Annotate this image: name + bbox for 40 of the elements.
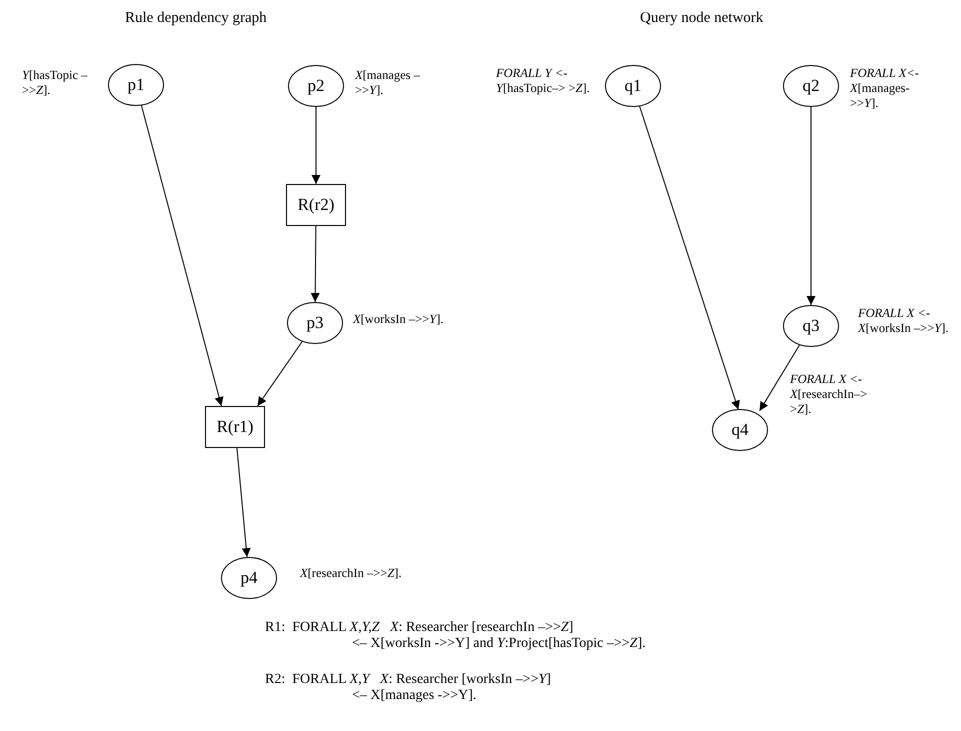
arrow — [140, 105, 224, 406]
node-ellipse — [108, 64, 164, 106]
formula-annotation: FORALL Y <- Y[hasTopic–> >Z]. — [496, 66, 591, 96]
arrow — [257, 341, 303, 406]
arrow — [312, 106, 320, 184]
rule-definition-line: R2: FORALL X,Y X: Researcher [worksIn –>>Y] — [265, 672, 551, 688]
graph-heading: Query node network — [640, 10, 764, 27]
formula-annotation: FORALL X <- X[worksIn –>>Y]. — [858, 306, 950, 336]
rule-definition-line: <– X[worksIn ->>Y] and Y:Project[hasTopic –>>Z]. — [352, 636, 646, 652]
node-ellipse — [288, 65, 344, 107]
formula-annotation: X[researchIn –>>Z]. — [300, 566, 403, 581]
node-label: p2 — [308, 76, 324, 96]
node-ellipse — [605, 65, 661, 107]
node-ellipse — [221, 557, 277, 599]
formula-annotation: FORALL X<- X[manages- >>Y]. — [850, 66, 920, 111]
node-label: p4 — [240, 568, 258, 588]
node-label: q4 — [732, 420, 748, 440]
node-ellipse — [287, 302, 343, 344]
graph-heading: Rule dependency graph — [125, 10, 267, 27]
arrow — [639, 106, 740, 410]
node-ellipse — [783, 305, 839, 347]
node-label: R(r1) — [216, 417, 254, 437]
rule-definition-line: <– X[manages ->>Y]. — [352, 688, 476, 704]
node-label: q3 — [802, 316, 820, 336]
formula-annotation: X[worksIn –>>Y]. — [353, 312, 444, 327]
node-ellipse — [712, 409, 768, 451]
arrow — [806, 106, 816, 306]
arrow — [310, 226, 320, 302]
formula-annotation: X[manages –>>Y]. — [355, 68, 421, 98]
arrow — [759, 344, 800, 412]
formula-annotation: Y[hasTopic –>>Z]. — [22, 68, 88, 98]
rule-definition-line: R1: FORALL X,Y,Z X: Researcher [researchIn –>>Z] — [265, 620, 574, 636]
node-label: R(r2) — [298, 195, 334, 215]
node-label: p3 — [306, 313, 324, 333]
node-ellipse — [783, 65, 839, 107]
arrow — [236, 448, 251, 558]
node-label: p1 — [128, 75, 144, 95]
node-label: q1 — [624, 76, 642, 96]
formula-annotation: FORALL X <- X[researchIn–> >Z]. — [790, 372, 868, 417]
node-label: q2 — [802, 76, 820, 96]
